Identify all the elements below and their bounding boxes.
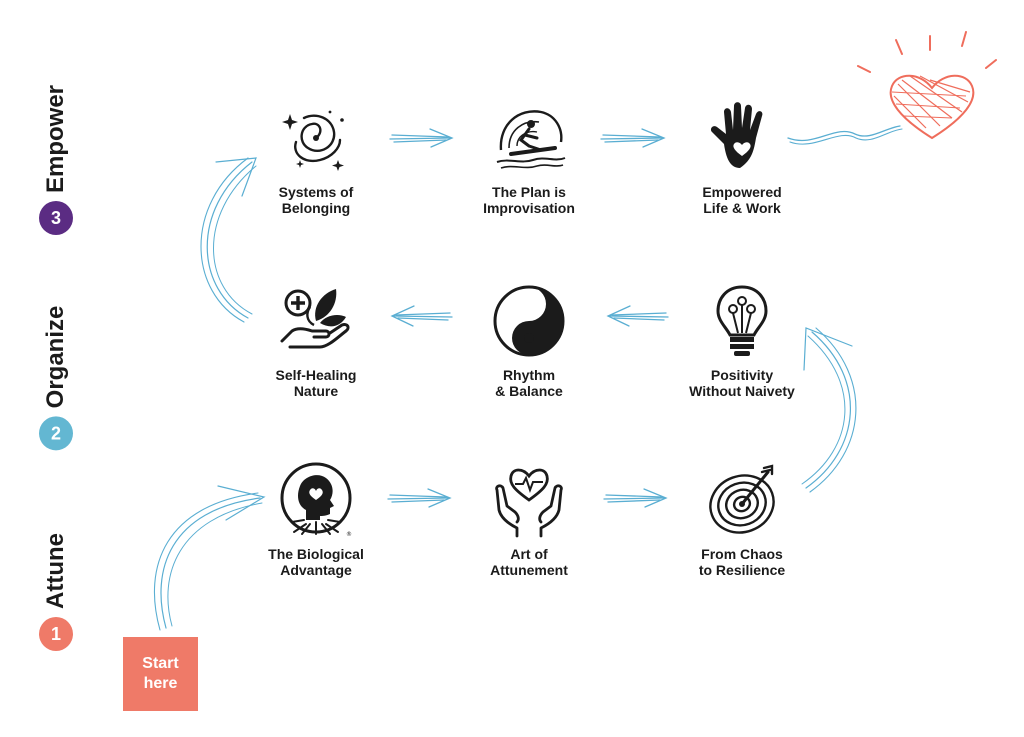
surfer-icon	[496, 110, 566, 169]
node-positivity-without-naivety[interactable]: Positivity Without Naivety	[657, 281, 827, 399]
phase-number-badge: 3	[39, 201, 73, 236]
phase-label: Attune	[42, 533, 69, 609]
arrow-left-icon	[390, 305, 453, 327]
hand-heart-icon	[710, 102, 763, 168]
node-plan-is-improvisation[interactable]: The Plan is Improvisation	[444, 98, 614, 216]
node-label: Systems of Belonging	[278, 184, 354, 216]
phase-number-badge: 2	[39, 416, 73, 451]
galaxy-icon	[282, 110, 344, 171]
node-label: The Biological Advantage	[268, 546, 364, 578]
node-systems-of-belonging[interactable]: Systems of Belonging	[231, 98, 401, 216]
node-rhythm-balance[interactable]: Rhythm & Balance	[444, 281, 614, 399]
phase-number-badge: 1	[39, 616, 73, 651]
node-label: Empowered Life & Work	[702, 184, 782, 216]
hands-heart-icon	[495, 468, 563, 538]
node-label: Positivity Without Naivety	[689, 367, 795, 399]
node-label: From Chaos to Resilience	[698, 546, 786, 578]
node-label: Self-Healing Nature	[275, 367, 357, 399]
start-here-button[interactable]: Start here	[123, 637, 198, 711]
node-label: Rhythm & Balance	[495, 367, 563, 399]
phase-label: Organize	[42, 305, 69, 409]
brain-heart-icon: ®	[280, 462, 352, 538]
yin-yang-icon	[493, 285, 565, 357]
node-biological-advantage[interactable]: ® The Biological Advantage	[231, 460, 401, 578]
node-empowered-life-work[interactable]: Empowered Life & Work	[657, 98, 827, 216]
svg-text:®: ®	[346, 531, 352, 538]
node-self-healing-nature[interactable]: Self-Healing Nature	[231, 281, 401, 399]
heart-icon	[857, 31, 997, 140]
target-icon	[709, 464, 775, 534]
healing-hand-icon	[280, 289, 350, 349]
node-art-of-attunement[interactable]: Art of Attunement	[444, 460, 614, 578]
node-label: Art of Attunement	[490, 546, 568, 578]
node-label: The Plan is Improvisation	[483, 184, 575, 216]
node-chaos-to-resilience[interactable]: From Chaos to Resilience	[657, 460, 827, 578]
lightbulb-icon	[716, 285, 768, 356]
phase-label: Empower	[42, 84, 69, 194]
